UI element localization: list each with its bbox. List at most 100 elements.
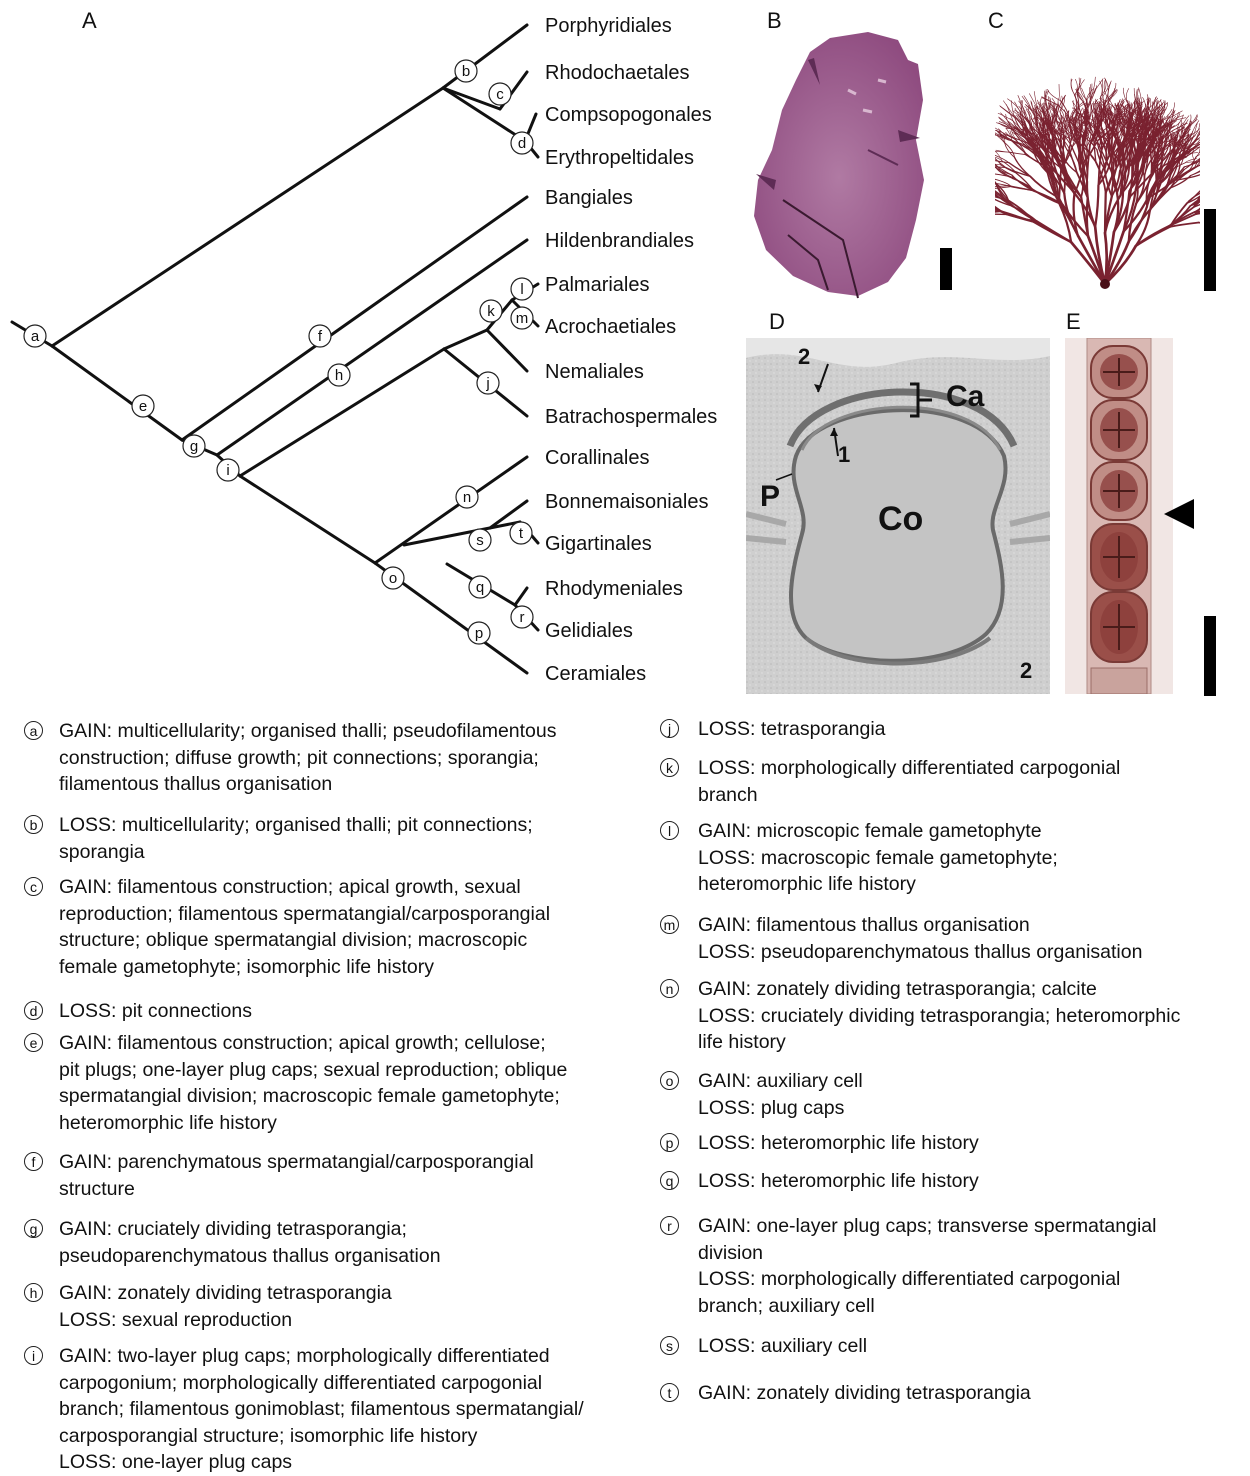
panel-e-scale-bar	[1204, 616, 1216, 696]
legend-text-line: division	[660, 1240, 1156, 1267]
svg-text:p: p	[475, 625, 483, 642]
taxon-label-palmariales: Palmariales	[545, 274, 649, 296]
legend-marker-e: e	[24, 1033, 43, 1052]
node-marker-j: j	[477, 372, 499, 394]
branch-s-t	[404, 522, 520, 545]
legend-text-line: LOSS: one-layer plug caps	[24, 1449, 584, 1476]
node-marker-n: n	[456, 486, 478, 508]
taxon-label-acrochaetiales: Acrochaetiales	[545, 316, 676, 338]
node-marker-a: a	[24, 325, 46, 347]
node-marker-q: q	[469, 576, 491, 598]
node-marker-l: l	[511, 278, 533, 300]
legend-marker-a: a	[24, 721, 43, 740]
legend-marker-s: s	[660, 1336, 679, 1355]
legend-text-line: LOSS: pseudoparenchymatous thallus organ…	[660, 939, 1142, 966]
branch-hildenbrandiales	[217, 240, 527, 455]
taxon-label-ceramiales: Ceramiales	[545, 663, 646, 685]
legend-text-line: GAIN: zonately dividing tetrasporangia	[24, 1280, 392, 1307]
legend-text-line: pit plugs; one-layer plug caps; sexual r…	[24, 1057, 567, 1084]
node-marker-e: e	[132, 395, 154, 417]
svg-text:k: k	[487, 303, 495, 320]
node-marker-b: b	[455, 60, 477, 82]
legend-text-line: carpogonium; morphologically differentia…	[24, 1370, 584, 1397]
legend-item-r: rGAIN: one-layer plug caps; transverse s…	[660, 1213, 1156, 1319]
svg-text:j: j	[485, 375, 489, 392]
taxon-label-porphyridiales: Porphyridiales	[545, 15, 672, 37]
legend-text-line: LOSS: sexual reproduction	[24, 1307, 392, 1334]
node-marker-d: d	[511, 132, 533, 154]
taxon-label-rhodochaetales: Rhodochaetales	[545, 62, 690, 84]
panel-b-scale-bar	[940, 248, 952, 290]
svg-text:a: a	[31, 328, 40, 345]
legend-item-o: oGAIN: auxiliary cellLOSS: plug caps	[660, 1068, 863, 1121]
panel-d-label-co: Co	[878, 500, 923, 539]
legend-text-line: LOSS: pit connections	[24, 998, 252, 1025]
legend-text-line: carposporangial structure; isomorphic li…	[24, 1423, 584, 1450]
legend-marker-m: m	[660, 915, 679, 934]
legend-marker-n: n	[660, 979, 679, 998]
panel-e-filament-photo	[1065, 338, 1173, 694]
legend-item-e: eGAIN: filamentous construction; apical …	[24, 1030, 567, 1136]
legend-text-line: branch; auxiliary cell	[660, 1293, 1156, 1320]
legend-text-line: structure	[24, 1176, 534, 1203]
taxon-label-erythropeltidales: Erythropeltidales	[545, 147, 694, 169]
panel-d-label: D	[769, 309, 785, 335]
taxon-label-nemaliales: Nemaliales	[545, 361, 644, 383]
legend-item-c: cGAIN: filamentous construction; apical …	[24, 874, 550, 980]
legend-text-line: GAIN: zonately dividing tetrasporangia	[660, 1380, 1031, 1407]
panel-d-corner-number: 2	[1020, 658, 1032, 684]
branch-b-d	[443, 88, 525, 141]
panel-c-scale-bar	[1204, 209, 1216, 291]
node-marker-i: i	[217, 459, 239, 481]
panel-d-micrograph: 2 1 Ca P Co 2	[746, 338, 1050, 694]
legend-text-line: GAIN: parenchymatous spermatangial/carpo…	[24, 1149, 534, 1176]
legend-marker-c: c	[24, 877, 43, 896]
legend-text-line: GAIN: cruciately dividing tetrasporangia…	[24, 1216, 441, 1243]
legend-item-a: aGAIN: multicellularity; organised thall…	[24, 718, 557, 798]
svg-text:o: o	[389, 570, 397, 587]
branch-nemaliales	[487, 330, 527, 371]
svg-text:m: m	[516, 310, 529, 327]
taxon-label-corallinales: Corallinales	[545, 447, 650, 469]
branch-j-k	[444, 330, 487, 349]
legend-text-line: GAIN: auxiliary cell	[660, 1068, 863, 1095]
legend-text-line: LOSS: morphologically differentiated car…	[660, 755, 1120, 782]
legend-text-line: LOSS: tetrasporangia	[660, 716, 886, 743]
taxon-label-bangiales: Bangiales	[545, 187, 633, 209]
svg-text:q: q	[476, 579, 484, 596]
legend-text-line: GAIN: filamentous construction; apical g…	[24, 874, 550, 901]
taxon-label-gigartinales: Gigartinales	[545, 533, 652, 555]
legend-text-line: branch	[660, 782, 1120, 809]
legend-text-line: heteromorphic life history	[660, 871, 1058, 898]
legend-marker-i: i	[24, 1346, 43, 1365]
panel-d-label-one: 1	[838, 442, 850, 468]
node-marker-c: c	[489, 83, 511, 105]
branch-rhodymeniales	[515, 588, 527, 605]
legend-marker-g: g	[24, 1219, 43, 1238]
panel-e-arrowhead	[1164, 499, 1194, 529]
legend-text-line: heteromorphic life history	[24, 1110, 567, 1137]
legend-text-line: filamentous thallus organisation	[24, 771, 557, 798]
svg-text:d: d	[518, 135, 526, 152]
legend-marker-r: r	[660, 1216, 679, 1235]
legend-text-line: female gametophyte; isomorphic life hist…	[24, 954, 550, 981]
svg-text:g: g	[190, 438, 198, 455]
node-marker-g: g	[183, 435, 205, 457]
legend-text-line: GAIN: one-layer plug caps; transverse sp…	[660, 1213, 1156, 1240]
svg-text:s: s	[476, 532, 484, 549]
legend-text-line: construction; diffuse growth; pit connec…	[24, 745, 557, 772]
panel-c-thallus-photo	[995, 22, 1200, 300]
branch-a-b	[52, 88, 443, 346]
legend-marker-h: h	[24, 1283, 43, 1302]
legend-marker-k: k	[660, 758, 679, 777]
legend-text-line: LOSS: cruciately dividing tetrasporangia…	[660, 1003, 1180, 1030]
